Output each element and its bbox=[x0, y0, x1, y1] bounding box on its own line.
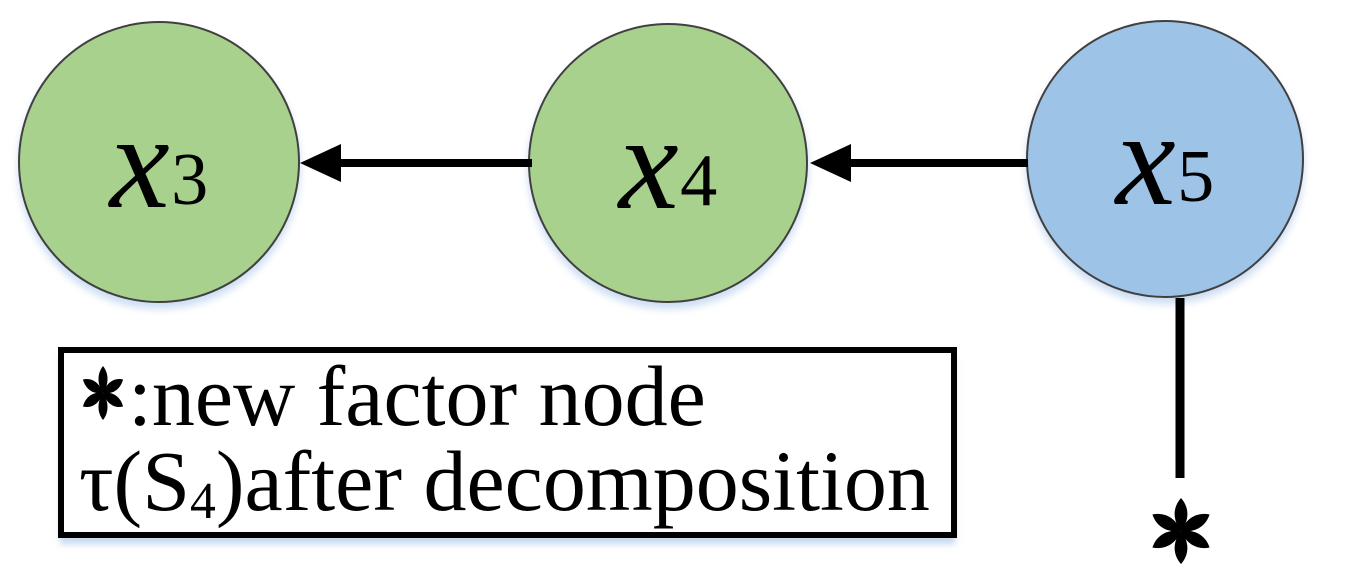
legend-line-2-text: )after decomposition bbox=[215, 433, 930, 529]
node-x4-circle bbox=[528, 23, 808, 303]
edge-x5-x4-arrowhead-icon bbox=[810, 144, 851, 182]
legend-line-2: τ(S4)after decomposition bbox=[79, 438, 951, 530]
new-factor-asterisk-icon bbox=[1152, 498, 1210, 564]
legend-text: :new factor node τ(S4)after decompositio… bbox=[64, 353, 951, 530]
legend-tau-pre: τ(S bbox=[79, 433, 191, 529]
legend-tau-subscript: 4 bbox=[190, 473, 216, 531]
legend-box: :new factor node τ(S4)after decompositio… bbox=[58, 347, 957, 538]
node-x5-circle bbox=[1026, 20, 1304, 298]
node-x3-circle bbox=[18, 21, 300, 303]
asterisk-icon bbox=[82, 366, 124, 420]
legend-line-1-text: :new factor node bbox=[128, 348, 706, 444]
legend-line-1: :new factor node bbox=[79, 353, 951, 439]
edge-x4-x3-arrowhead-icon bbox=[300, 144, 341, 182]
